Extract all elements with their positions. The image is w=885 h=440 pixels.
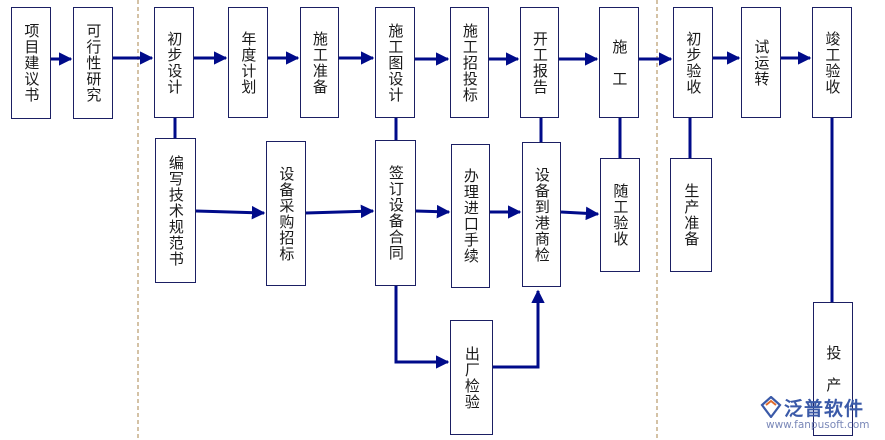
node-label: 年度计划: [239, 30, 258, 95]
node-label: 出厂检验: [462, 345, 481, 410]
connector-arrow: [195, 205, 266, 220]
node-label: 开工报告: [530, 30, 549, 95]
node-label: 施工招投标: [460, 22, 479, 103]
connector-arrow: [493, 289, 545, 369]
node-equipment-contract: 签订设备合同: [375, 140, 416, 286]
watermark-brand: 泛普软件: [784, 398, 865, 420]
node-construction-bidding: 施工招投标: [450, 7, 489, 118]
node-project-proposal: 项目建议书: [11, 7, 51, 119]
node-label: 初步验收: [684, 30, 703, 95]
node-label: 可行性研究: [84, 23, 103, 103]
brand-logo-icon: [760, 396, 782, 418]
connector-arrow: [305, 204, 375, 219]
node-factory-inspection: 出厂检验: [450, 320, 493, 435]
node-completion-acceptance: 竣工验收: [812, 7, 852, 118]
node-preliminary-design: 初步设计: [154, 7, 194, 118]
node-label: 竣工验收: [823, 30, 842, 95]
node-label: 设备采购招标: [277, 165, 296, 262]
node-construction-preparation: 施工准备: [300, 7, 339, 118]
node-label: 生产准备: [682, 183, 701, 247]
node-label: 办理进口手续: [461, 168, 480, 264]
node-production-preparation: 生产准备: [670, 158, 712, 272]
node-follow-up-acceptance: 随工验收: [600, 158, 640, 272]
connector-arrow: [394, 286, 450, 369]
node-label: 施工准备: [310, 30, 329, 95]
node-label: 投 产: [824, 345, 843, 393]
node-technical-spec: 编写技术规范书: [155, 138, 196, 283]
node-preliminary-acceptance: 初步验收: [673, 7, 713, 118]
node-label: 编写技术规范书: [166, 154, 185, 267]
node-equipment-procurement: 设备采购招标: [266, 141, 306, 286]
node-label: 试运转: [752, 38, 771, 87]
node-annual-plan: 年度计划: [228, 7, 268, 118]
node-port-inspection: 设备到港商检: [522, 142, 561, 287]
node-construction: 施 工: [599, 7, 639, 118]
node-label: 施工图设计: [386, 22, 405, 103]
watermark: 泛普软件 www.fanpusoft.com: [758, 392, 885, 440]
connector-arrow: [415, 204, 451, 219]
node-label: 施 工: [610, 38, 629, 87]
node-label: 设备到港商检: [532, 166, 551, 263]
node-label: 随工验收: [611, 183, 630, 247]
node-label: 项目建议书: [22, 23, 41, 103]
watermark-url: www.fanpusoft.com: [766, 419, 870, 431]
node-production-start: 投 产: [813, 302, 853, 436]
connector-arrow: [560, 206, 600, 221]
node-feasibility-study: 可行性研究: [73, 7, 113, 119]
node-construction-drawing-design: 施工图设计: [375, 7, 415, 118]
node-trial-run: 试运转: [741, 7, 781, 118]
node-label: 初步设计: [165, 30, 184, 95]
node-import-procedures: 办理进口手续: [451, 144, 490, 288]
node-start-report: 开工报告: [520, 7, 559, 118]
node-label: 签订设备合同: [386, 165, 405, 261]
